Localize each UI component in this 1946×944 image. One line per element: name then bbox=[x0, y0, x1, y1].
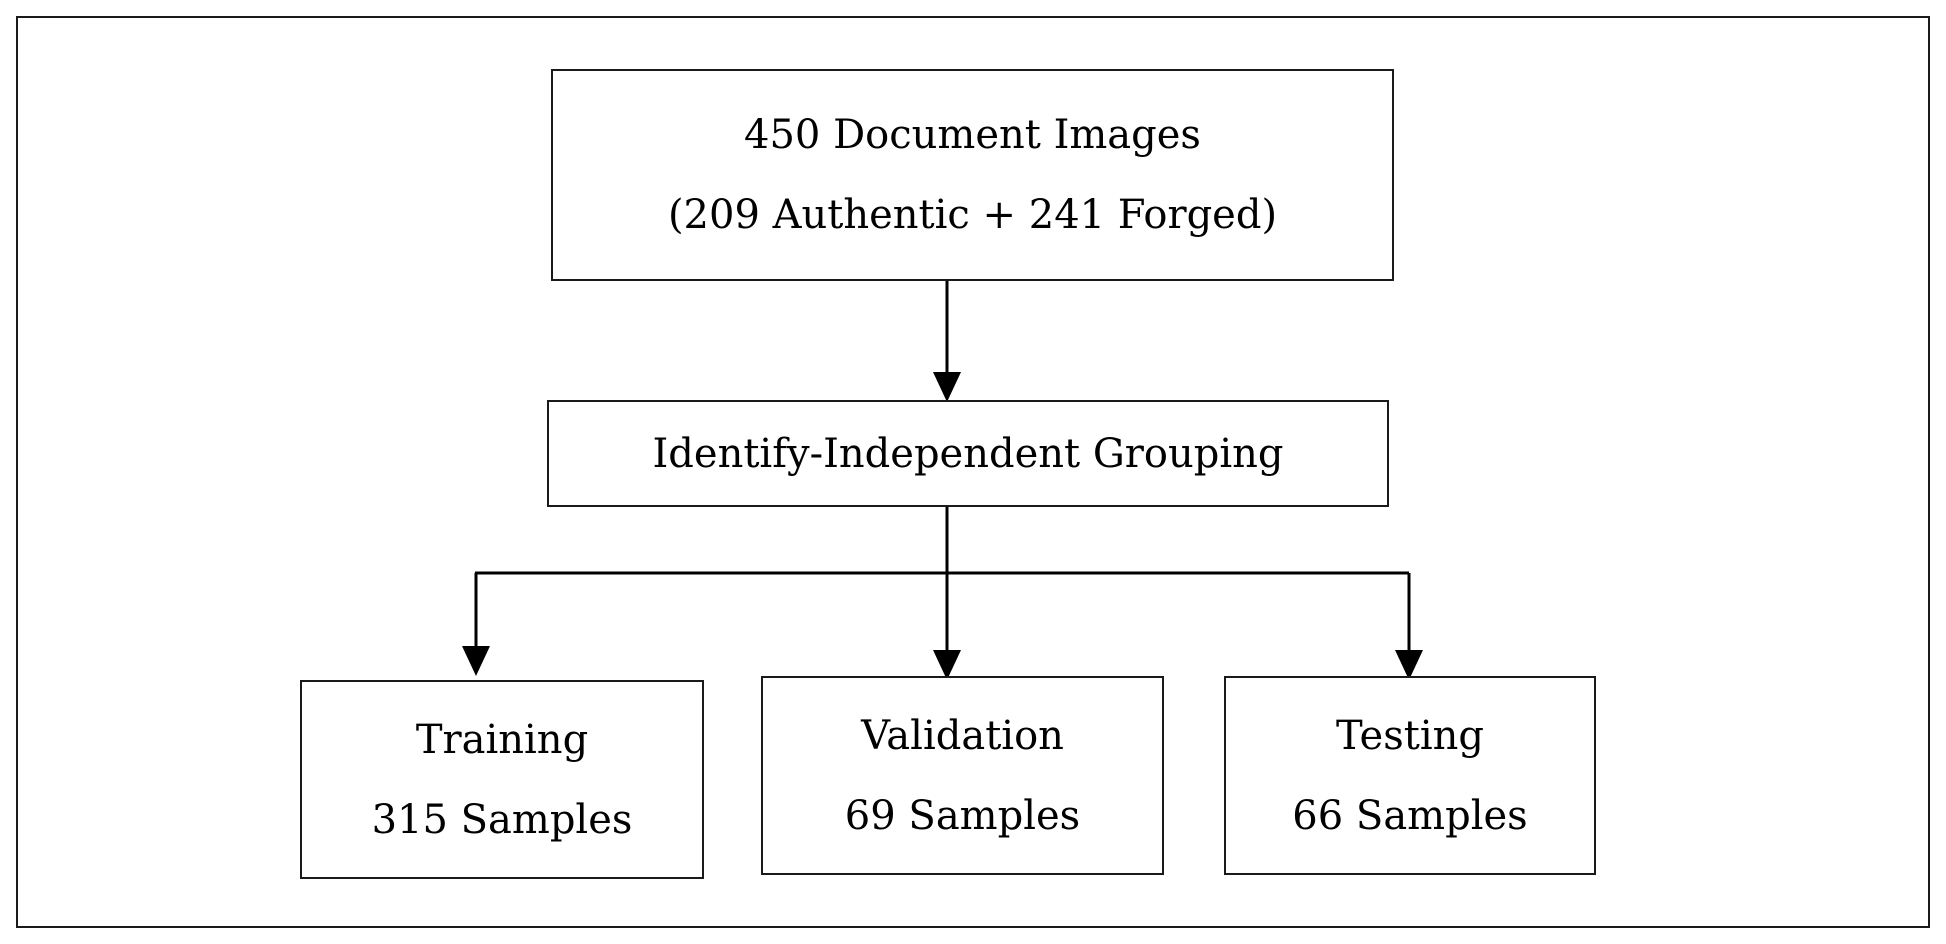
validation-title: Validation bbox=[861, 712, 1064, 759]
testing-title: Testing bbox=[1335, 712, 1484, 759]
diagram-frame bbox=[16, 16, 1930, 928]
source-title: 450 Document Images bbox=[744, 112, 1201, 158]
grouping-label: Identify-Independent Grouping bbox=[652, 430, 1284, 477]
training-count: 315 Samples bbox=[371, 796, 633, 843]
testing-count: 66 Samples bbox=[1292, 792, 1528, 839]
testing-box: Testing 66 Samples bbox=[1224, 676, 1596, 875]
validation-count: 69 Samples bbox=[844, 792, 1081, 839]
training-box: Training 315 Samples bbox=[300, 680, 704, 879]
arrowhead-testing bbox=[1395, 650, 1423, 680]
arrowhead-training bbox=[462, 646, 490, 676]
source-breakdown: (209 Authentic + 241 Forged) bbox=[667, 192, 1278, 238]
validation-box: Validation 69 Samples bbox=[761, 676, 1164, 875]
grouping-box: Identify-Independent Grouping bbox=[547, 400, 1389, 507]
source-box: 450 Document Images (209 Authentic + 241… bbox=[551, 69, 1394, 281]
arrowhead-grouping bbox=[933, 372, 961, 402]
arrowhead-validation bbox=[933, 650, 961, 680]
training-title: Training bbox=[415, 716, 589, 763]
